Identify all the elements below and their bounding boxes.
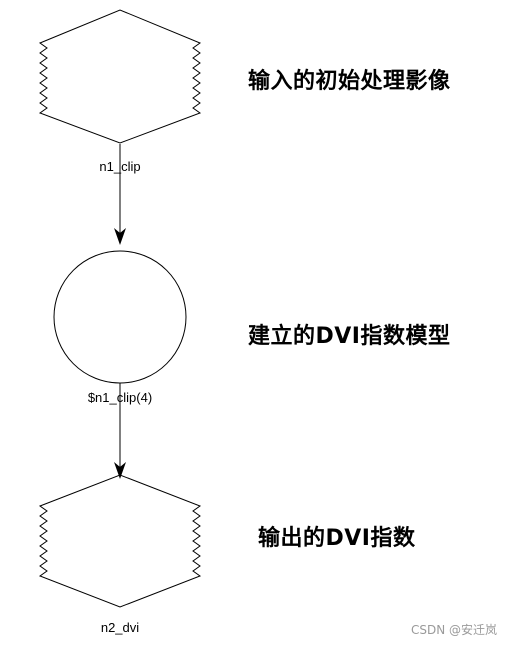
dvi-model-node: $n1_clip(4) [53, 250, 187, 405]
output-image-shape [38, 474, 202, 608]
edge-input-to-model [114, 144, 126, 245]
output-image-node: n2_dvi [38, 474, 202, 635]
arrowhead-icon [114, 462, 126, 479]
edge-model-to-output [114, 383, 126, 479]
dvi-model-shape [53, 250, 187, 384]
dvi-model-annotation: 建立的DVI指数模型 [248, 324, 451, 349]
output-image-label: n2_dvi [101, 620, 139, 635]
input-image-shape [38, 9, 202, 144]
input-image-annotation: 输入的初始处理影像 [248, 69, 451, 94]
arrowhead-icon [114, 228, 126, 245]
output-image-annotation: 输出的DVI指数 [258, 526, 416, 551]
watermark: CSDN @安迁岚 [410, 623, 497, 637]
